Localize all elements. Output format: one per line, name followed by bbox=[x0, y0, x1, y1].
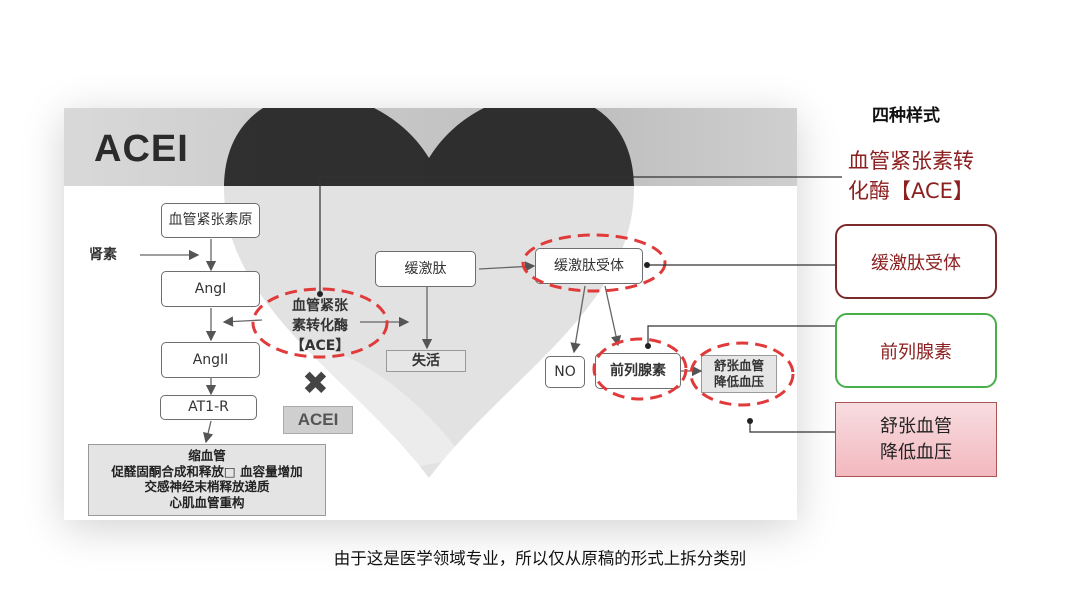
effect-item: 交感神经末梢释放递质 bbox=[89, 479, 325, 495]
styles-panel-title: 四种样式 bbox=[872, 101, 940, 126]
effect-item: 心肌血管重构 bbox=[89, 495, 325, 511]
acei-inhibitor-badge: ACEI bbox=[283, 406, 353, 434]
vasodilate-line-2: 降低血压 bbox=[714, 374, 764, 390]
style-plain-text-sample: 血管紧张素转 化酶【ACE】 bbox=[848, 146, 974, 206]
angiotensinogen-box: 血管紧张素原 bbox=[161, 203, 260, 238]
effects-box: 缩血管 促醛固酮合成和释放□ 血容量增加 交感神经末梢释放递质 心肌血管重构 bbox=[88, 444, 326, 516]
style-green-box-sample: 前列腺素 bbox=[835, 313, 997, 388]
inhibit-x-mark: ✖ bbox=[302, 362, 329, 405]
ang1-box: AngI bbox=[161, 271, 260, 307]
caption-text: 由于这是医学领域专业，所以仅从原稿的形式上拆分类别 bbox=[0, 545, 1080, 569]
no-box: NO bbox=[545, 356, 585, 388]
inactivation-box: 失活 bbox=[386, 350, 466, 372]
style-rounded-box-sample: 缓激肽受体 bbox=[835, 224, 997, 299]
ang2-box: AngII bbox=[161, 342, 260, 378]
effect-item: 促醛固酮合成和释放□ 血容量增加 bbox=[89, 464, 325, 480]
vasodilate-line-1: 舒张血管 bbox=[714, 358, 764, 374]
at1r-box: AT1-R bbox=[160, 395, 257, 420]
ace-line-2: 素转化酶 bbox=[278, 316, 362, 336]
style-pink-fill-sample: 舒张血管 降低血压 bbox=[835, 402, 997, 477]
renin-label: 肾素 bbox=[89, 246, 117, 265]
prostaglandin-box: 前列腺素 bbox=[595, 353, 681, 389]
style4-line-2: 降低血压 bbox=[880, 440, 952, 466]
ace-line-1: 血管紧张 bbox=[278, 296, 362, 316]
ace-line-3: 【ACE】 bbox=[278, 336, 362, 356]
slide-title: ACEI bbox=[94, 128, 189, 171]
slide: ACEI 血管紧张素原 肾素 AngI AngII AT1-R 缩血管 促醛固酮… bbox=[64, 108, 797, 520]
bradykinin-box: 缓激肽 bbox=[375, 251, 476, 287]
effect-item: 缩血管 bbox=[89, 448, 325, 464]
bradykinin-receptor-box: 缓激肽受体 bbox=[535, 248, 643, 284]
style4-line-1: 舒张血管 bbox=[880, 414, 952, 440]
style1-line-2: 化酶【ACE】 bbox=[848, 176, 974, 206]
vasodilate-box: 舒张血管 降低血压 bbox=[701, 355, 777, 393]
ace-enzyme-label: 血管紧张 素转化酶 【ACE】 bbox=[278, 296, 362, 356]
style1-line-1: 血管紧张素转 bbox=[848, 146, 974, 176]
